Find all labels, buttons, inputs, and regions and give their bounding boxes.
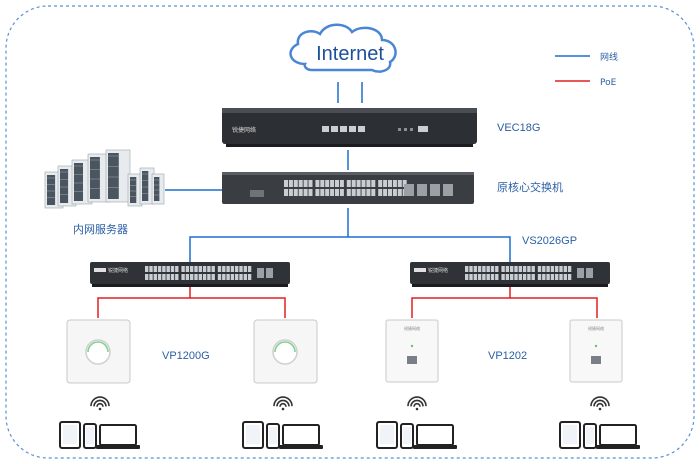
panel-ap-left: 锐捷网络 [385, 319, 439, 383]
ceiling-ap-left [66, 319, 131, 384]
tablet-icon [242, 421, 264, 449]
ceiling-ap-right [253, 319, 318, 384]
gateway-brand: 锐捷网络 [232, 126, 256, 134]
client-group-2 [242, 396, 323, 449]
phone-icon [266, 423, 280, 449]
client-group-3 [376, 396, 457, 449]
gateway-ports [322, 126, 365, 132]
legend: 网线 PoE [555, 51, 618, 88]
core-switch-device [222, 172, 474, 204]
access-switch-right: 锐捷网络 [410, 262, 610, 287]
wifi-icon [273, 396, 293, 411]
laptop-icon [279, 424, 323, 449]
wifi-icon [90, 396, 110, 411]
servers-label: 内网服务器 [73, 222, 128, 236]
wifi-icon [407, 396, 427, 411]
tablet-icon [559, 421, 581, 449]
server-rack-group [44, 149, 165, 209]
legend-network-label: 网线 [600, 51, 618, 63]
client-group-4 [559, 396, 640, 449]
internet-cloud: Internet [289, 23, 397, 73]
gateway-device: 锐捷网络 [222, 108, 477, 147]
diagram-border [5, 5, 695, 459]
client-group-1 [59, 396, 140, 449]
laptop-icon [596, 424, 640, 449]
phone-icon [83, 423, 97, 449]
poe-links [97, 286, 598, 318]
tablet-icon [59, 421, 81, 449]
ceiling-ap-label: VP1200G [162, 350, 210, 362]
core-switch-ports [284, 180, 407, 196]
panel-ap-left-brand: 锐捷网络 [404, 325, 420, 331]
panel-ap-right-brand: 锐捷网络 [588, 325, 604, 331]
network-links [165, 82, 511, 262]
gateway-label: VEC18G [497, 122, 540, 134]
wifi-icon [590, 396, 610, 411]
access-switch-label: VS2026GP [522, 235, 577, 247]
core-switch-label: 原核心交换机 [497, 180, 563, 194]
access-switch-left: 锐捷网络 [90, 262, 290, 287]
left-switch-brand: 锐捷网络 [108, 267, 128, 274]
panel-ap-right: 锐捷网络 [569, 319, 623, 383]
phone-icon [583, 423, 597, 449]
wireless-clients [59, 396, 640, 449]
right-switch-brand: 锐捷网络 [428, 267, 448, 274]
internet-label: Internet [316, 43, 384, 65]
laptop-icon [413, 424, 457, 449]
panel-ap-label: VP1202 [488, 350, 527, 362]
tablet-icon [376, 421, 398, 449]
phone-icon [400, 423, 414, 449]
legend-poe-label: PoE [600, 78, 617, 88]
laptop-icon [96, 424, 140, 449]
